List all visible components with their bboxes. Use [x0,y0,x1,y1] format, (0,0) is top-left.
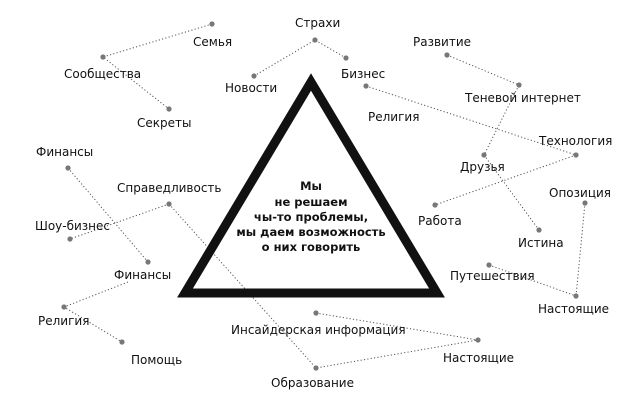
label-spravedlivost: Справедливость [117,181,222,195]
dot-nastoyashchie-right [573,293,579,299]
label-biznes: Бизнес [341,67,385,81]
center-line-3: чы-то проблемы, [254,210,368,224]
dot-strahi [312,37,318,43]
label-tehnologiya: Технология [538,134,612,148]
dot-istina [536,227,542,233]
dot-obrazovanie [313,365,319,371]
dot-finansy-mid [145,259,151,265]
dot-finansy-left [65,165,71,171]
dot-puteshestviya [486,262,492,268]
dot-nastoyashchie-bottom [475,337,481,343]
label-insayderskaya: Инсайдерская информация [231,323,406,337]
label-shou-biznes: Шоу-бизнес [35,219,110,233]
center-triangle [177,73,445,298]
center-line-2: не решаем [275,195,348,209]
center-line-4: мы даем возможность [236,225,385,239]
node-dots [61,21,588,371]
dot-insayderskaya [313,310,319,316]
label-druzya: Друзья [460,160,505,174]
link-biznes-religiya-tehnologiya [365,85,577,156]
dot-spravedlivost [166,201,172,207]
label-religiya-left: Религия [38,314,89,328]
dot-soobshchestva [100,54,106,60]
label-finansy-left: Финансы [36,145,93,159]
center-line-5: о них говорить [262,240,361,254]
link-semya-soobshchestva-sekrety [101,23,213,110]
dot-religiya-top [363,83,369,89]
label-obrazovanie: Образование [271,376,354,390]
label-tenevoy: Теневой интернет [464,91,581,105]
label-novosti: Новости [225,81,277,95]
dot-opoziciya [582,200,588,206]
link-religiya-finansy-pomoshch [62,281,129,343]
label-pomoshch: Помощь [131,353,182,367]
label-puteshestviya: Путешествия [450,269,535,283]
dot-razvitie [444,52,450,58]
label-rabota: Работа [418,214,462,228]
label-strahi: Страхи [295,16,340,30]
link-finansy-left-finansy-mid [67,167,149,263]
label-razvitie: Развитие [413,35,471,49]
dot-biznes [343,55,349,61]
dot-rabota [432,202,438,208]
dot-druzya [481,152,487,158]
link-novosti-strahi-biznes [253,39,347,77]
center-line-1: Мы [300,179,322,193]
link-tehnologiya-rabota [434,154,577,206]
label-istina: Истина [518,236,564,250]
dot-semya [209,21,215,27]
link-spravedlivost-shou-biznes [69,203,170,240]
label-soobshchestva: Сообщества [64,67,141,81]
label-religiya-top: Религия [368,110,419,124]
label-sekrety: Секреты [137,116,191,130]
dot-religiya-left [61,304,67,310]
label-semya: Семья [193,35,232,49]
dot-pomoshch [119,339,125,345]
node-labels: Семья Сообщества Секреты Страхи Новости … [35,16,612,390]
dot-tenevoy [516,82,522,88]
label-finansy-mid: Финансы [114,268,171,282]
dot-shou-biznes [67,236,73,242]
dot-novosti [251,73,257,79]
label-opoziciya: Опозиция [549,186,611,200]
center-text: Мы не решаем чы-то проблемы, мы даем воз… [236,179,385,254]
label-nastoyashchie-bottom: Настоящие [443,351,514,365]
label-nastoyashchie-right: Настоящие [538,302,609,316]
link-opoziciya-nastoyashchie [575,202,586,297]
dot-sekrety [166,106,172,112]
link-razvitie-tenevoy-druzya [446,54,520,156]
dot-tehnologiya [573,152,579,158]
